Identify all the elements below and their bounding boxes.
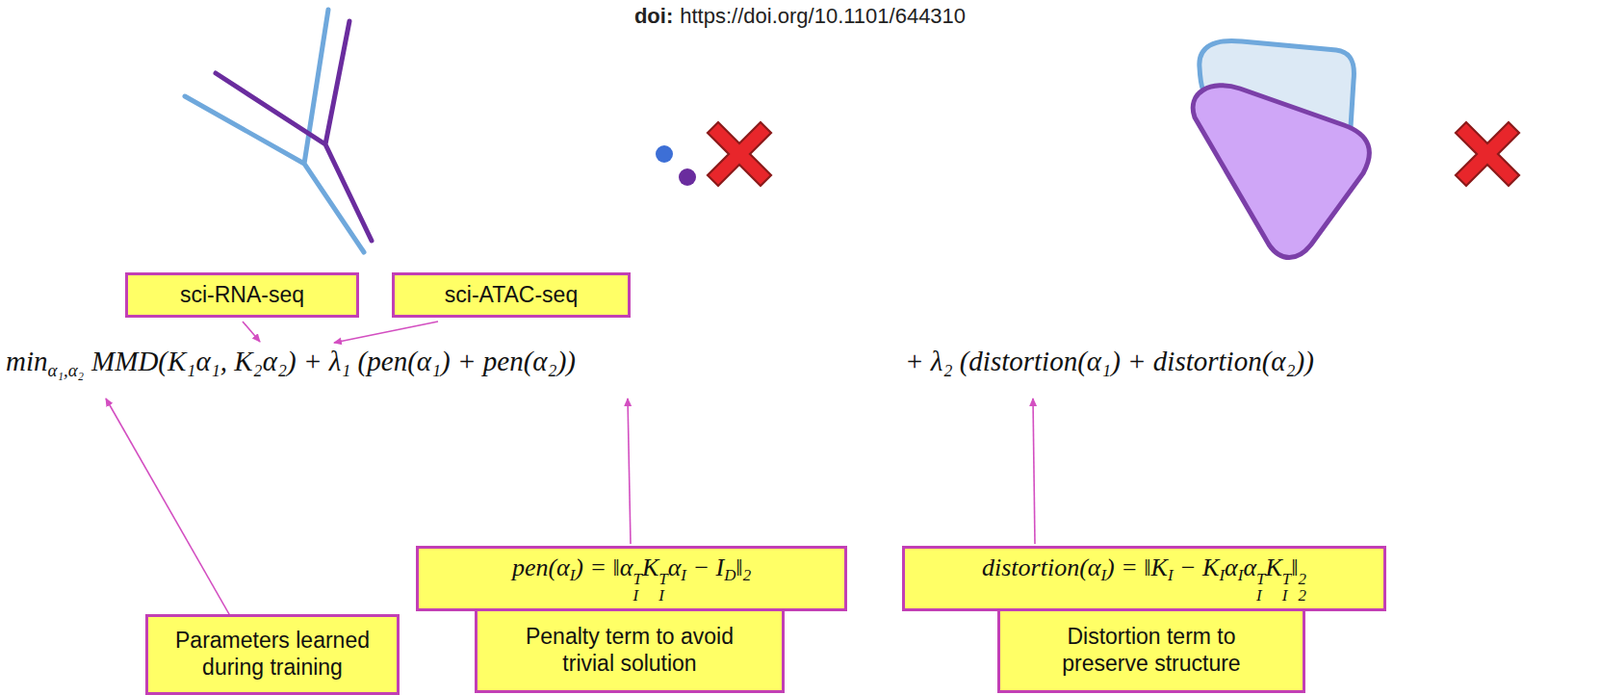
subscript: I [633,588,643,605]
purple-blob [1192,85,1369,259]
formula-part: ) = ‖α [574,553,633,582]
equation-part: MMD(K₁α₁, K₂α₂) + λ₁ (pen(α₁) + pen(α₂)) [91,345,576,377]
script-stack: TI [1282,571,1291,605]
subscript: I [1167,566,1174,585]
script-stack: 22 [1298,571,1307,605]
formula-part: ‖ [1290,553,1298,582]
box-label: sci-RNA-seq [180,282,305,310]
subscript: I [1282,588,1291,605]
y-shapes [184,9,372,253]
leader-line [1032,398,1035,544]
superscript: T [1282,571,1291,589]
equation-subscript: α₁,α₂ [48,360,85,381]
box-label: sci-ATAC-seq [444,282,578,310]
subscript: I [1218,566,1225,585]
doi-line: doi:https://doi.org/10.1101/644310 [0,3,1600,29]
subscript: 2 [1298,588,1307,605]
purple-dot [678,168,697,186]
superscript: 2 [1298,571,1307,589]
subscript: 2 [743,566,751,585]
red-cross [707,122,772,186]
box-label: Distortion term to preserve structure [1044,623,1259,677]
formula: pen(αI) = ‖αTIKTIαI − ID‖2 [512,552,751,604]
subscript: D [723,566,736,585]
subscript: I [680,566,687,585]
formula-part: pen(α [512,553,570,582]
leader-line [242,321,260,342]
formula-part: α [1224,553,1239,582]
doi-prefix: doi: [634,3,673,29]
subscript: I [1256,588,1265,605]
formula-part: − K [1173,553,1220,582]
formula-part: α [668,553,682,582]
formula-part: ) = ‖K [1106,553,1168,582]
formula-box: distortion(αI) = ‖KI − KIαIαTIKTI‖22 [902,545,1387,612]
subscript: I [658,588,668,605]
note-box: Penalty term to avoid trivial solution [474,608,785,694]
formula-part: ‖ [735,553,743,582]
formula-part: α [1242,553,1257,582]
subscript: I [569,566,576,585]
leader-line [627,398,631,544]
superscript: T [658,571,668,589]
note-box: Distortion term to preserve structure [997,608,1306,694]
script-stack: TI [658,571,668,605]
script-stack: TI [633,571,643,605]
subscript: I [1238,566,1244,585]
objective-equation: minα₁,α₂ MMD(K₁α₁, K₂α₂) + λ₁ (pen(α₁) + … [5,344,576,382]
subscript: I [1100,566,1107,585]
superscript: T [1256,571,1265,589]
formula-box: pen(αI) = ‖αTIKTIαI − ID‖2 [415,545,848,612]
formula-part: distortion(α [981,553,1101,582]
box-label: Parameters learned during training [157,627,388,681]
superscript: T [633,571,643,589]
equation-part: + λ₂ (distortion(α₁) + distortion(α₂)) [904,344,1315,379]
leader-line [334,321,439,343]
doi-url: https://doi.org/10.1101/644310 [679,3,966,29]
blue-dot [655,145,673,163]
purple-trajectory [215,21,372,241]
modality-box: sci-RNA-seq [125,272,360,318]
formula-part: K [1264,553,1282,582]
modality-box: sci-ATAC-seq [391,272,631,318]
blue-trajectory [184,9,364,253]
script-stack: TI [1256,571,1265,605]
formula-part: K [642,553,659,582]
red-cross [1455,122,1520,186]
note-box: Parameters learned during training [145,614,400,695]
equation-part: min [5,345,49,377]
box-label: Penalty term to avoid trivial solution [498,623,761,677]
formula: distortion(αI) = ‖KI − KIαIαTIKTI‖22 [981,552,1307,604]
formula-part: − I [686,553,724,582]
